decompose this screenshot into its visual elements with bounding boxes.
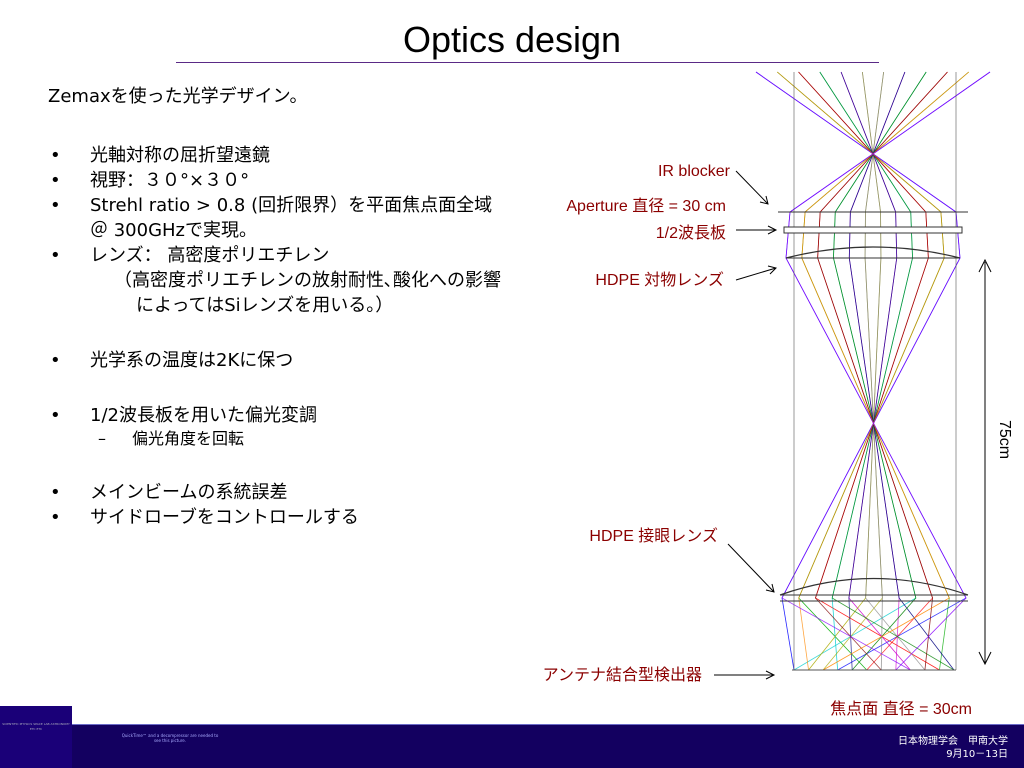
bullet-text: 視野：３０°×３０° (90, 170, 250, 191)
footer-info: 日本物理学会 甲南大学 9月10－13日 (808, 735, 1008, 761)
ir-blocker-pointer-head (759, 195, 769, 205)
ir-blocker-label: IR blocker (657, 163, 730, 180)
objective-pointer-head (767, 265, 777, 275)
ray-line (785, 71, 991, 671)
ray-line (840, 71, 898, 671)
bullet-item: • メインビームの系統誤差 (48, 480, 508, 505)
bullet-text: Strehl ratio > 0.8 (回折限界）を平面焦点面全域 ＠ 300G… (90, 195, 493, 241)
objective-pointer (735, 267, 777, 281)
bullet-glyph: • (50, 507, 61, 528)
slide-title: Optics design (402, 19, 622, 60)
bullet-item: • Strehl ratio > 0.8 (回折限界）を平面焦点面全域 ＠ 300… (48, 193, 508, 243)
eyepiece-pointer (727, 543, 775, 593)
ray-line (822, 71, 885, 671)
ir-blocker-pointer (735, 170, 769, 205)
bullet-glyph: • (50, 170, 61, 191)
bullet-glyph: • (50, 195, 61, 216)
title-underline (176, 62, 879, 63)
detector-label: アンテナ結合型検出器 (542, 667, 702, 684)
half-wave-plate-label: 1/2波長板 (655, 225, 726, 242)
bullet-text: 1/2波長板を用いた偏光変調 (90, 405, 317, 426)
detector-pointer-head (765, 670, 776, 680)
bullet-text: レンズ： 高密度ポリエチレン (90, 245, 330, 266)
ray-trace (755, 71, 991, 671)
bullet-item: • レンズ： 高密度ポリエチレン (48, 243, 508, 268)
bullet-glyph: • (50, 482, 61, 503)
bullet-subnote: （高密度ポリエチレンの放射耐性､酸化への影響によってはSiレンズを用いる。） (114, 270, 501, 316)
bullet-text: 光軸対称の屈折望遠鏡 (90, 145, 270, 166)
ray-line (798, 71, 940, 671)
ray-line (801, 71, 969, 671)
bullet-item: • 光軸対称の屈折望遠鏡 (48, 143, 508, 168)
length-arrow-bottom (978, 651, 992, 666)
footer-logo-text: SCIENTIFIC PHYSICS SPACE LAB ASTRONOMY E… (2, 722, 70, 731)
objective-lens-label: HDPE 対物レンズ (595, 272, 724, 289)
bullet-item: • 1/2波長板を用いた偏光変調 (48, 403, 508, 428)
footer-logo: SCIENTIFIC PHYSICS SPACE LAB ASTRONOMY E… (0, 706, 72, 768)
ray-line (801, 71, 969, 671)
bullet-item: • サイドローブをコントロールする (48, 505, 508, 530)
eyepiece-lens-element (779, 577, 969, 596)
focal-plane-label: 焦点面 直径 = 30cm (830, 701, 972, 718)
eyepiece-pointer-head (765, 583, 775, 593)
ray-line (755, 71, 961, 671)
hwp-pointer-head (767, 225, 778, 235)
aperture-label: Aperture 直径 = 30 cm (566, 198, 726, 215)
bullet-text: 光学系の温度は2Kに保つ (90, 350, 294, 371)
length-label: 75cm (996, 420, 1013, 459)
bullet-glyph: • (50, 350, 61, 371)
length-arrow-top (978, 258, 992, 273)
eyepiece-lens-label: HDPE 接眼レンズ (589, 528, 718, 545)
objective-lens-element (785, 246, 961, 259)
bullet-glyph: • (50, 245, 61, 266)
footer-placeholder-text: QuickTime™ and a decompressor are needed… (121, 733, 219, 743)
ray-line (785, 71, 991, 671)
ray-line (755, 71, 961, 671)
bullet-glyph: • (50, 145, 61, 166)
sub-bullet-item: – 偏光角度を回転 (48, 428, 508, 450)
bullet-list: Zemaxを使った光学デザイン。 • 光軸対称の屈折望遠鏡 • 視野：３０°×３０°… (48, 84, 508, 530)
footer-date: 9月10－13日 (946, 749, 1008, 760)
footer-bar (0, 725, 1024, 768)
half-wave-plate-element (783, 226, 963, 234)
lead-text: Zemaxを使った光学デザイン。 (48, 86, 308, 107)
bullet-item: • 光学系の温度は2Kに保つ (48, 348, 508, 373)
sub-bullet-text: 偏光角度を回転 (132, 429, 245, 448)
dash-glyph: – (98, 429, 106, 448)
bullet-item: • 視野：３０°×３０° (48, 168, 508, 193)
footer-org: 日本物理学会 甲南大学 (898, 736, 1008, 747)
bullet-text: サイドローブをコントロールする (90, 507, 359, 528)
bullet-text: メインビームの系統誤差 (90, 482, 288, 503)
bullet-glyph: • (50, 405, 61, 426)
